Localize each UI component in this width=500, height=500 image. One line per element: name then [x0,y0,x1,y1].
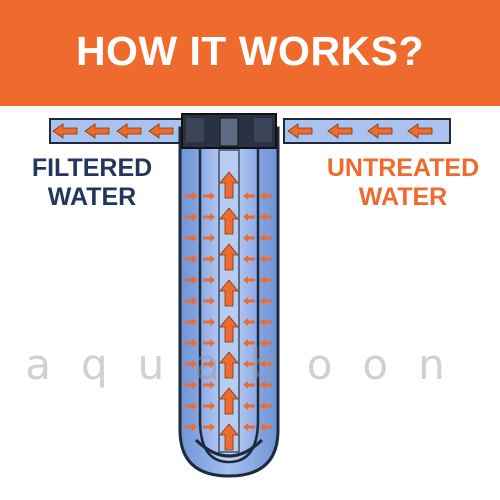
head-port-left [186,118,204,142]
upflow-arrow [219,315,239,343]
outlet-flow-arrow [148,123,174,139]
inner-flow-arrow-right [243,192,255,200]
flow-arrows [52,123,433,451]
inner-flow-arrow-right [243,423,255,431]
outlet-flow-arrow [116,123,142,139]
inflow-arrow-right [260,381,272,389]
inlet-flow-arrow [287,123,313,139]
inner-flow-arrow-left [203,318,215,326]
cartridge-bottom-rim [194,438,264,458]
inner-flow-arrow-right [243,360,255,368]
inner-flow-arrow-left [203,213,215,221]
inner-flow-arrow-left [203,339,215,347]
inflow-arrow-right [260,192,272,200]
inner-flow-arrow-left [203,360,215,368]
inflow-arrow-left [185,255,197,263]
inner-flow-arrow-right [243,213,255,221]
inflow-arrow-right [260,360,272,368]
inner-flow-arrow-left [203,255,215,263]
upflow-arrow [219,207,239,235]
inlet-flow-arrow [327,123,353,139]
inflow-arrow-left [185,297,197,305]
inner-flow-arrow-right [243,255,255,263]
inflow-arrow-left [185,360,197,368]
outlet-label-line-2: WATER [47,183,137,211]
inner-flow-arrow-left [203,402,215,410]
upflow-arrow [219,351,239,379]
upflow-arrow [219,387,239,415]
upflow-arrow [219,423,239,451]
inflow-arrow-right [260,318,272,326]
upflow-arrow [219,279,239,307]
header-banner: HOW IT WORKS? [0,0,500,106]
inlet-label-line-2: WATER [358,183,448,211]
inner-flow-arrow-left [203,423,215,431]
inner-flow-arrow-left [203,297,215,305]
outlet-label: FILTERED WATER [22,154,162,212]
inflow-arrow-left [185,381,197,389]
inlet-label: UNTREATED WATER [318,154,488,212]
outlet-flow-arrow [52,123,78,139]
inflow-arrow-right [260,339,272,347]
inner-flow-arrow-left [203,234,215,242]
inflow-arrow-left [185,339,197,347]
inlet-flow-arrow [367,123,393,139]
head-center-tube [219,117,239,147]
inflow-arrow-right [260,423,272,431]
upflow-arrow [219,171,239,199]
inner-flow-arrow-left [203,192,215,200]
inflow-arrow-left [185,318,197,326]
inner-flow-arrow-right [243,234,255,242]
watermark: aquaboon [25,340,475,389]
inlet-flow-arrow [407,123,433,139]
inflow-arrow-left [185,213,197,221]
inner-flow-arrow-left [203,276,215,284]
inflow-arrow-right [260,276,272,284]
inner-flow-arrow-right [243,297,255,305]
outlet-flow-arrow [84,123,110,139]
inner-flow-arrow-left [203,381,215,389]
inflow-arrow-left [185,402,197,410]
inflow-arrow-right [260,402,272,410]
inflow-arrow-right [260,213,272,221]
inflow-arrow-right [260,234,272,242]
inner-flow-arrow-right [243,402,255,410]
inflow-arrow-left [185,234,197,242]
inner-flow-arrow-right [243,318,255,326]
outlet-label-line-1: FILTERED [31,154,153,182]
inlet-label-line-1: UNTREATED [326,154,480,182]
inner-flow-arrow-right [243,381,255,389]
page-title: HOW IT WORKS? [75,28,425,74]
inflow-arrow-left [185,276,197,284]
inflow-arrow-left [185,423,197,431]
inner-flow-arrow-right [243,276,255,284]
upflow-arrow [219,243,239,271]
inner-flow-arrow-right [243,339,255,347]
head-port-right [254,118,272,142]
inflow-arrow-right [260,297,272,305]
inflow-arrow-right [260,255,272,263]
inflow-arrow-left [185,192,197,200]
